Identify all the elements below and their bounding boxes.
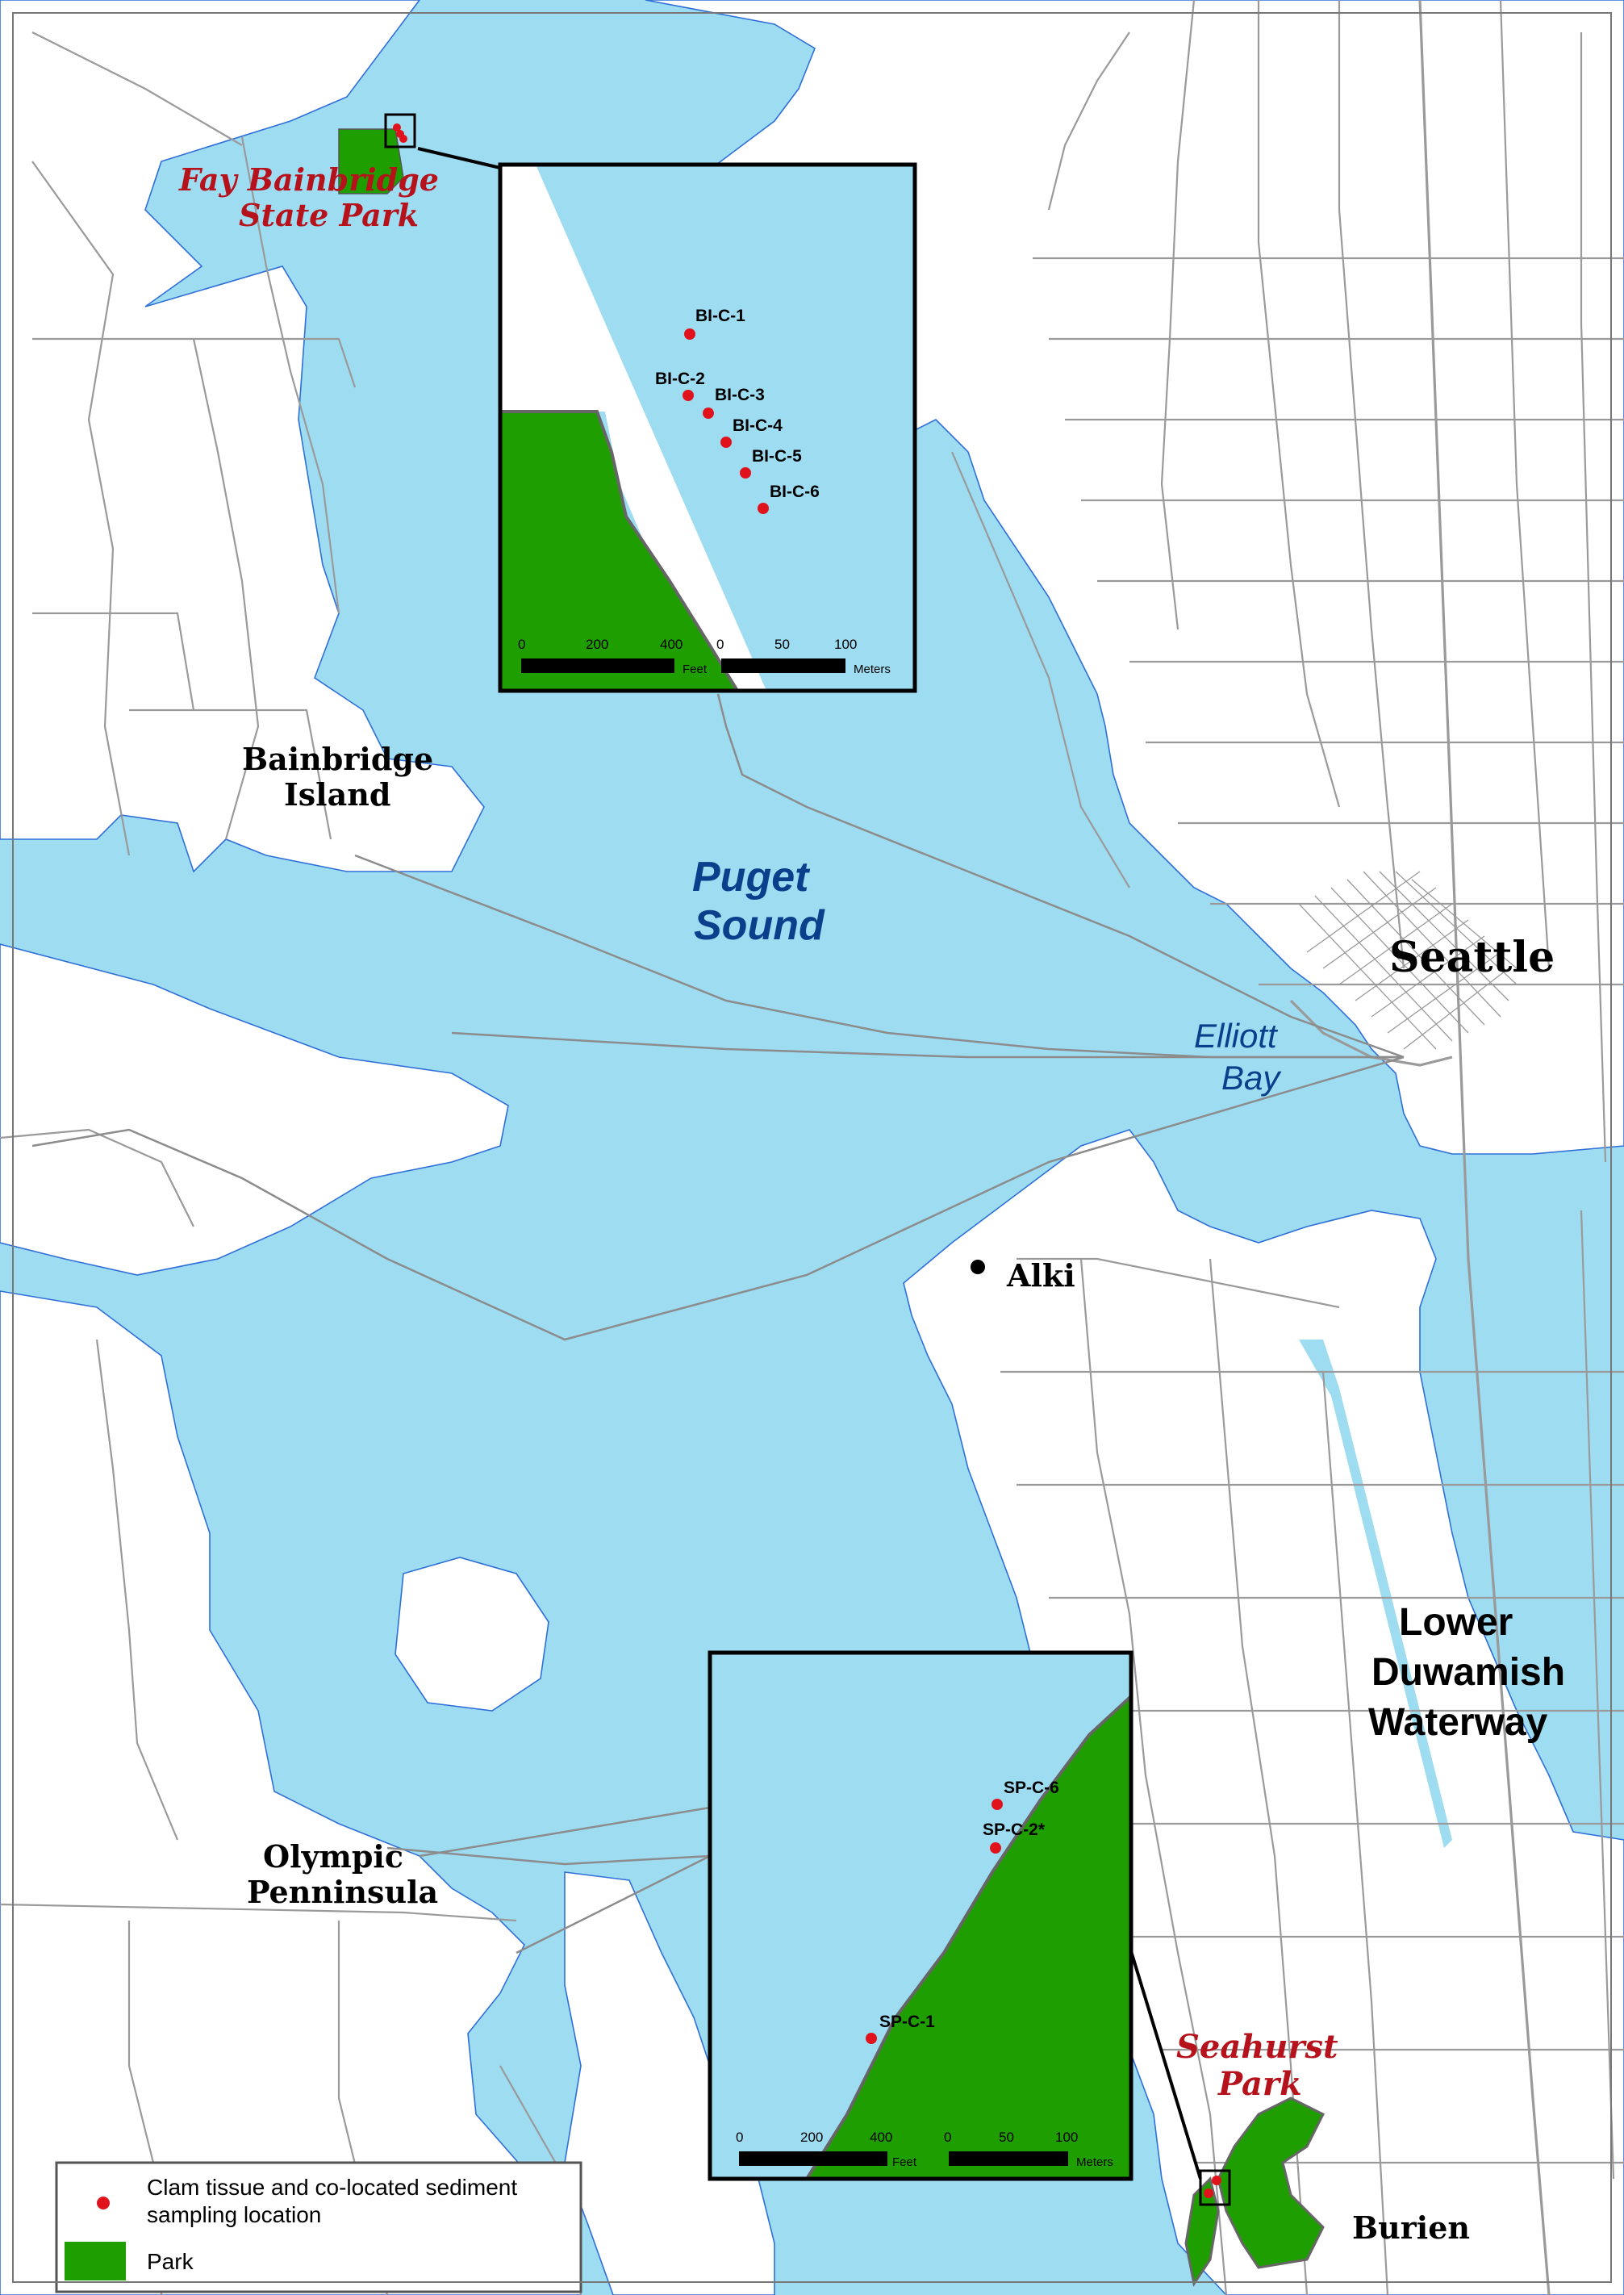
alki-point-marker xyxy=(971,1260,985,1274)
legend: Clam tissue and co-located sediment samp… xyxy=(55,2161,582,2293)
label-seahurst-park-line2: Park xyxy=(1217,2065,1302,2103)
inset-bainbridge-samples: BI-C-1 BI-C-2 BI-C-3 BI-C-4 BI-C-5 BI-C-… xyxy=(655,307,820,514)
inset-seahurst-samples: SP-C-6 SP-C-2* SP-C-1 xyxy=(866,1779,1059,2044)
inset-seahurst-scale-bar: 0 200 400 Feet 0 50 100 Meters xyxy=(736,2130,1113,2169)
label-seattle: Seattle xyxy=(1389,933,1555,982)
label-elliott-bay-line1: Elliott xyxy=(1194,1017,1279,1055)
locator-sample-seahurst-1 xyxy=(1212,2176,1221,2185)
sample-point-bi-c-2 xyxy=(683,390,694,401)
legend-park-label: Park xyxy=(147,2249,194,2274)
label-lower-duwamish-line3: Waterway xyxy=(1368,1701,1548,1744)
sample-point-bi-c-5 xyxy=(740,467,751,479)
inset-bainbridge-scale-bar: 0 200 400 Feet 0 50 100 Meters xyxy=(518,637,891,676)
inset-seahurst-frame xyxy=(708,1650,1133,2181)
legend-box xyxy=(55,2161,582,2293)
label-puget-sound-line2: Sound xyxy=(694,902,825,949)
label-alki: Alki xyxy=(1006,1257,1075,1294)
scale-tick-feet-400: 400 xyxy=(660,637,683,652)
kitsap-middle-land xyxy=(0,943,509,1276)
label-puget-sound-line1: Puget xyxy=(692,854,811,901)
scale-tick-feet-200: 200 xyxy=(800,2130,823,2145)
scale-tick-feet-400: 400 xyxy=(870,2130,892,2145)
locator-box-seahurst xyxy=(1199,2169,1231,2206)
scale-tick-meters-0: 0 xyxy=(944,2130,951,2145)
duwamish-channel xyxy=(1299,1340,1452,1848)
scale-tick-meters-50: 50 xyxy=(999,2130,1014,2145)
sample-label-bi-c-4: BI-C-4 xyxy=(733,416,783,435)
sample-point-bi-c-1 xyxy=(684,328,695,340)
scale-unit-meters: Meters xyxy=(1076,2155,1113,2169)
scale-bar-feet xyxy=(521,658,674,673)
label-seahurst-park-line1: Seahurst xyxy=(1176,2028,1338,2066)
legend-sample-label-line1: Clam tissue and co-located sediment xyxy=(147,2175,517,2200)
label-burien: Burien xyxy=(1352,2209,1470,2246)
label-fay-bainbridge-line2: State Park xyxy=(239,197,419,233)
sample-point-sp-c-1 xyxy=(866,2033,877,2044)
scale-unit-meters: Meters xyxy=(854,663,891,676)
inset-connector-seahurst xyxy=(1129,1950,1202,2180)
sample-label-sp-c-1: SP-C-1 xyxy=(879,2013,935,2031)
scale-unit-feet: Feet xyxy=(683,663,708,676)
inset-bainbridge: BI-C-1 BI-C-2 BI-C-3 BI-C-4 BI-C-5 BI-C-… xyxy=(498,162,917,693)
bainbridge-island-land xyxy=(0,0,485,873)
label-olympic-peninsula-line2: Penninsula xyxy=(247,1874,438,1910)
sample-point-sp-c-2 xyxy=(990,1842,1001,1854)
scale-tick-feet-0: 0 xyxy=(518,637,525,652)
map-border xyxy=(12,12,1612,2283)
label-lower-duwamish-line1: Lower xyxy=(1399,1601,1513,1644)
legend-sample-label-line2: sampling location xyxy=(147,2202,321,2227)
locator-sample-seahurst-2 xyxy=(1204,2188,1213,2198)
label-bainbridge-island-line2: Island xyxy=(284,776,390,813)
sample-label-bi-c-3: BI-C-3 xyxy=(715,386,765,404)
inset-seahurst: SP-C-6 SP-C-2* SP-C-1 0 200 400 Feet 0 5… xyxy=(708,1650,1133,2181)
scale-tick-meters-0: 0 xyxy=(716,637,724,652)
sample-point-bi-c-3 xyxy=(703,408,714,419)
scale-tick-meters-100: 100 xyxy=(1055,2130,1078,2145)
legend-park-swatch xyxy=(65,2242,126,2280)
label-lower-duwamish-line2: Duwamish xyxy=(1371,1651,1565,1694)
inset-connector-bainbridge xyxy=(417,147,501,169)
roads-east xyxy=(950,0,1624,2295)
scale-tick-feet-200: 200 xyxy=(586,637,608,652)
scale-bar-feet xyxy=(739,2151,887,2166)
scale-bar-meters xyxy=(949,2151,1068,2166)
scale-bar-meters xyxy=(721,658,845,673)
sample-label-bi-c-5: BI-C-5 xyxy=(752,447,802,466)
inset-bainbridge-frame xyxy=(498,162,917,693)
label-olympic-peninsula-line1: Olympic xyxy=(263,1838,403,1875)
scale-tick-feet-0: 0 xyxy=(736,2130,743,2145)
label-fay-bainbridge-line1: Fay Bainbridge xyxy=(178,161,439,198)
locator-sample-bainbridge-1 xyxy=(393,123,401,132)
scale-unit-feet: Feet xyxy=(892,2155,917,2169)
sample-label-sp-c-6: SP-C-6 xyxy=(1004,1779,1059,1797)
inset-bainbridge-land xyxy=(500,165,766,691)
downtown-grid xyxy=(1298,871,1518,1050)
vashon-land xyxy=(564,1871,775,2295)
sample-point-sp-c-6 xyxy=(992,1799,1003,1810)
ferry-routes xyxy=(31,693,1405,1954)
label-bainbridge-island-line1: Bainbridge xyxy=(242,741,433,777)
scale-tick-meters-50: 50 xyxy=(774,637,790,652)
sample-label-bi-c-1: BI-C-1 xyxy=(695,307,745,325)
sample-label-sp-c-2: SP-C-2* xyxy=(983,1821,1046,1839)
legend-sample-symbol xyxy=(97,2197,110,2209)
west-seattle-land xyxy=(903,1129,1624,2295)
sample-label-bi-c-6: BI-C-6 xyxy=(770,483,820,501)
locator-sample-bainbridge-3 xyxy=(399,135,407,143)
label-elliott-bay-line2: Bay xyxy=(1221,1059,1282,1097)
locator-box-bainbridge xyxy=(384,113,416,148)
seahurst-park-main xyxy=(1217,2096,1326,2269)
sample-point-bi-c-4 xyxy=(720,437,732,448)
sample-label-bi-c-2: BI-C-2 xyxy=(655,370,705,388)
scale-tick-meters-100: 100 xyxy=(834,637,857,652)
sample-point-bi-c-6 xyxy=(758,503,769,514)
blake-island-land xyxy=(395,1557,549,1712)
